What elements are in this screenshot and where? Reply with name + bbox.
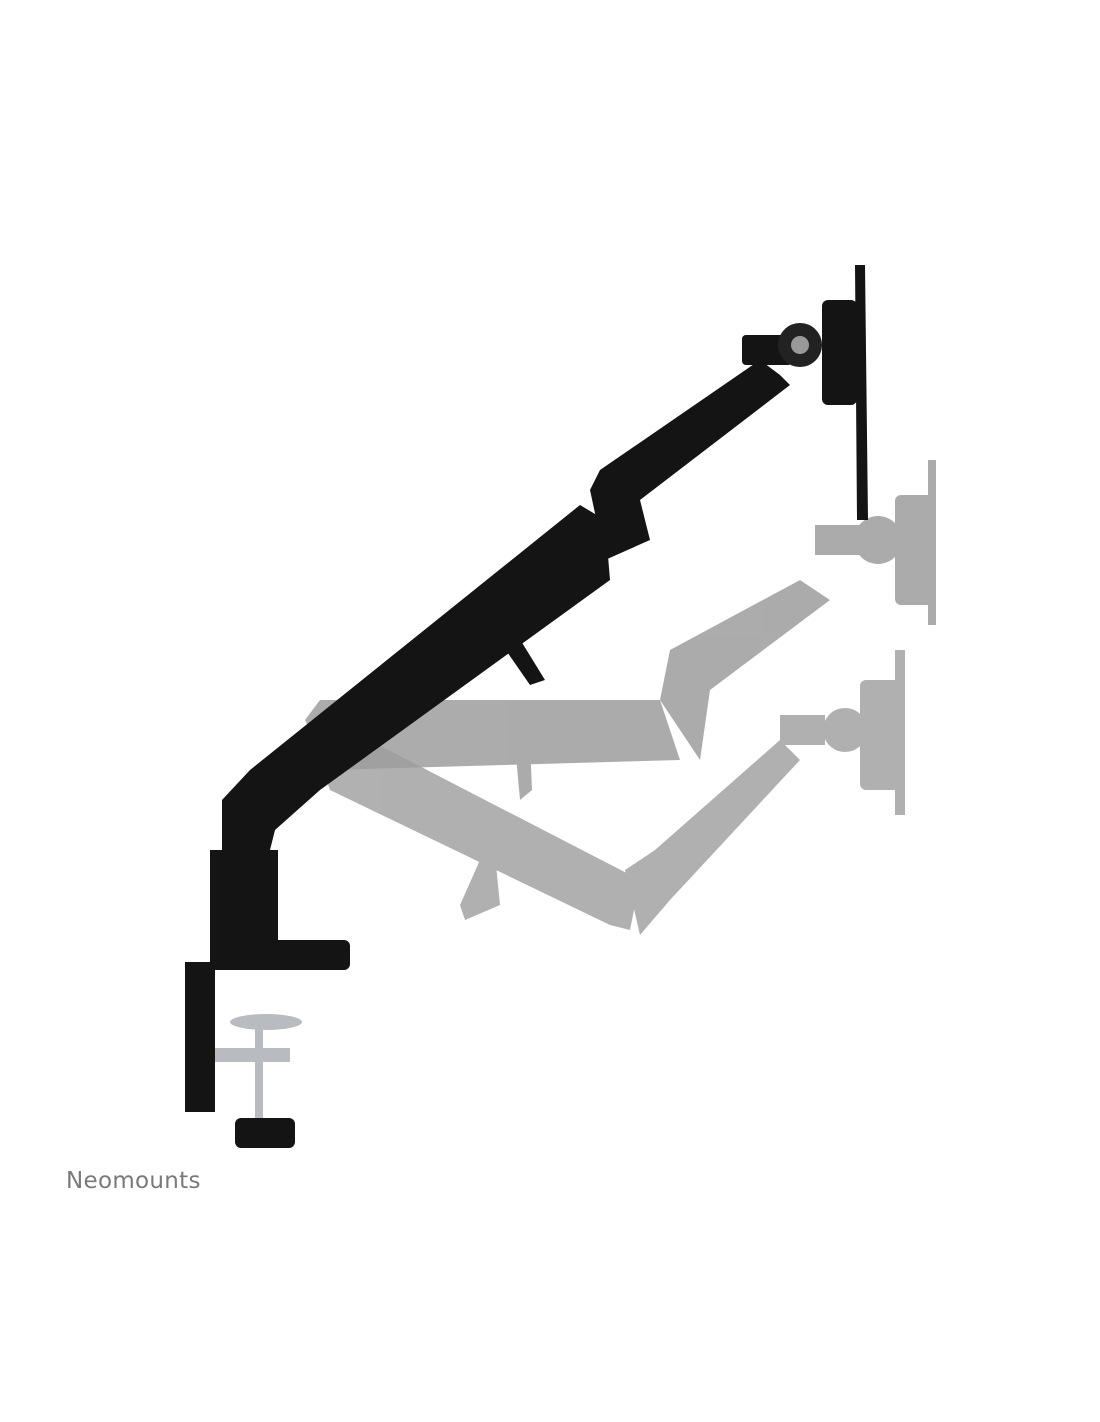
ghost-arm-low — [310, 650, 905, 935]
arm-black — [185, 265, 868, 1148]
brand-logo: Neomounts — [66, 1168, 201, 1194]
